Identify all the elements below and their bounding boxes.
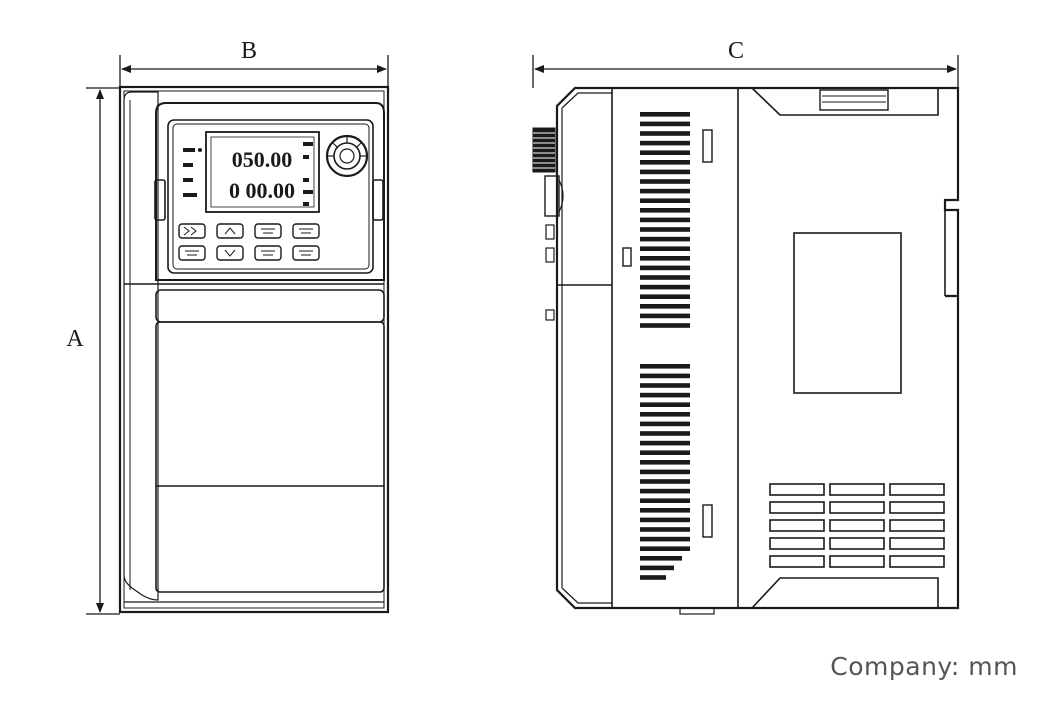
vent-slat — [640, 284, 690, 290]
vent-slat — [640, 546, 690, 551]
side-vent-upper — [640, 112, 690, 328]
unit-note: Company: mm — [830, 652, 1018, 681]
dimension-b-label: B — [241, 38, 257, 64]
vent-slat — [640, 313, 690, 319]
rear-vent-slot — [889, 519, 945, 532]
vent-slat — [640, 373, 690, 379]
vent-slat — [640, 179, 690, 184]
shift-key[interactable] — [178, 223, 206, 239]
vent-slat — [640, 508, 690, 513]
rear-vent-slot — [769, 501, 825, 514]
rear-vent-slot — [769, 537, 825, 550]
vent-slat — [640, 217, 690, 223]
stop-reset-key[interactable] — [254, 223, 282, 239]
vent-slat — [640, 556, 682, 561]
side-vent-lower — [640, 364, 690, 580]
side-view — [555, 86, 960, 615]
vent-slat — [640, 498, 690, 503]
vent-slat — [640, 323, 690, 328]
vent-slat — [640, 294, 690, 299]
up-key[interactable] — [216, 223, 244, 239]
rear-vent-slot — [829, 537, 885, 550]
vent-slat — [640, 275, 690, 280]
vent-slat — [640, 256, 690, 261]
vent-slat — [640, 121, 690, 127]
vent-slat — [640, 265, 690, 271]
vent-slat — [640, 246, 690, 251]
status-indicators-left — [183, 148, 202, 197]
vent-slat — [640, 140, 690, 146]
vent-slat — [640, 412, 690, 417]
vent-slat — [640, 304, 690, 309]
vent-slat — [640, 440, 690, 446]
run-key[interactable] — [292, 223, 320, 239]
vent-slat — [640, 188, 690, 194]
vent-slat — [640, 150, 690, 155]
enter-key[interactable] — [254, 245, 282, 261]
vent-slat — [640, 536, 690, 542]
rear-vent-slot — [829, 501, 885, 514]
vent-slat — [640, 198, 690, 203]
keypad — [178, 223, 320, 261]
vent-slat — [640, 488, 690, 494]
rear-vent-slot — [829, 555, 885, 568]
vent-slat — [640, 575, 666, 580]
rear-vent-slot — [889, 483, 945, 496]
rear-vent-slot — [889, 537, 945, 550]
dimension-a-label: A — [66, 326, 84, 352]
rear-vent-slot — [769, 555, 825, 568]
lcd-display: 050.00 0 00.00 — [205, 131, 320, 213]
down-key[interactable] — [216, 245, 244, 261]
dimension-c-label: C — [728, 38, 744, 64]
rear-vent-grid — [769, 483, 945, 568]
rear-vent-slot — [889, 555, 945, 568]
vent-slat — [640, 527, 690, 532]
vent-slat — [640, 169, 690, 175]
vent-slat — [640, 160, 690, 165]
status-indicators-right — [303, 142, 313, 206]
vent-slat — [640, 565, 674, 571]
vent-slat — [640, 236, 690, 242]
vent-slat — [640, 208, 690, 213]
vent-slat — [640, 469, 690, 475]
rear-vent-slot — [769, 519, 825, 532]
vent-slat — [640, 383, 690, 388]
lcd-top-reading: 050.00 — [232, 147, 293, 172]
vent-slat — [640, 227, 690, 232]
dimension-c — [532, 55, 959, 88]
vent-slat — [640, 392, 690, 398]
lcd-bottom-reading: 0 00.00 — [229, 178, 295, 203]
vent-slat — [640, 517, 690, 523]
dimension-a — [86, 87, 120, 615]
vent-slat — [640, 460, 690, 465]
vent-slat — [640, 112, 690, 117]
dimension-b — [119, 55, 389, 88]
vent-slat — [640, 131, 690, 136]
vent-slat — [640, 402, 690, 407]
rear-vent-slot — [829, 483, 885, 496]
vent-slat — [640, 431, 690, 436]
potentiometer-knob-icon[interactable] — [325, 134, 369, 178]
function-key[interactable] — [292, 245, 320, 261]
front-view — [118, 85, 390, 614]
rear-vent-slot — [829, 519, 885, 532]
program-key[interactable] — [178, 245, 206, 261]
rear-vent-slot — [769, 483, 825, 496]
vent-slat — [640, 479, 690, 484]
vent-slat — [640, 421, 690, 427]
vent-slat — [640, 450, 690, 455]
knob-side-icon — [532, 127, 564, 321]
rear-vent-slot — [889, 501, 945, 514]
vent-slat — [640, 364, 690, 369]
